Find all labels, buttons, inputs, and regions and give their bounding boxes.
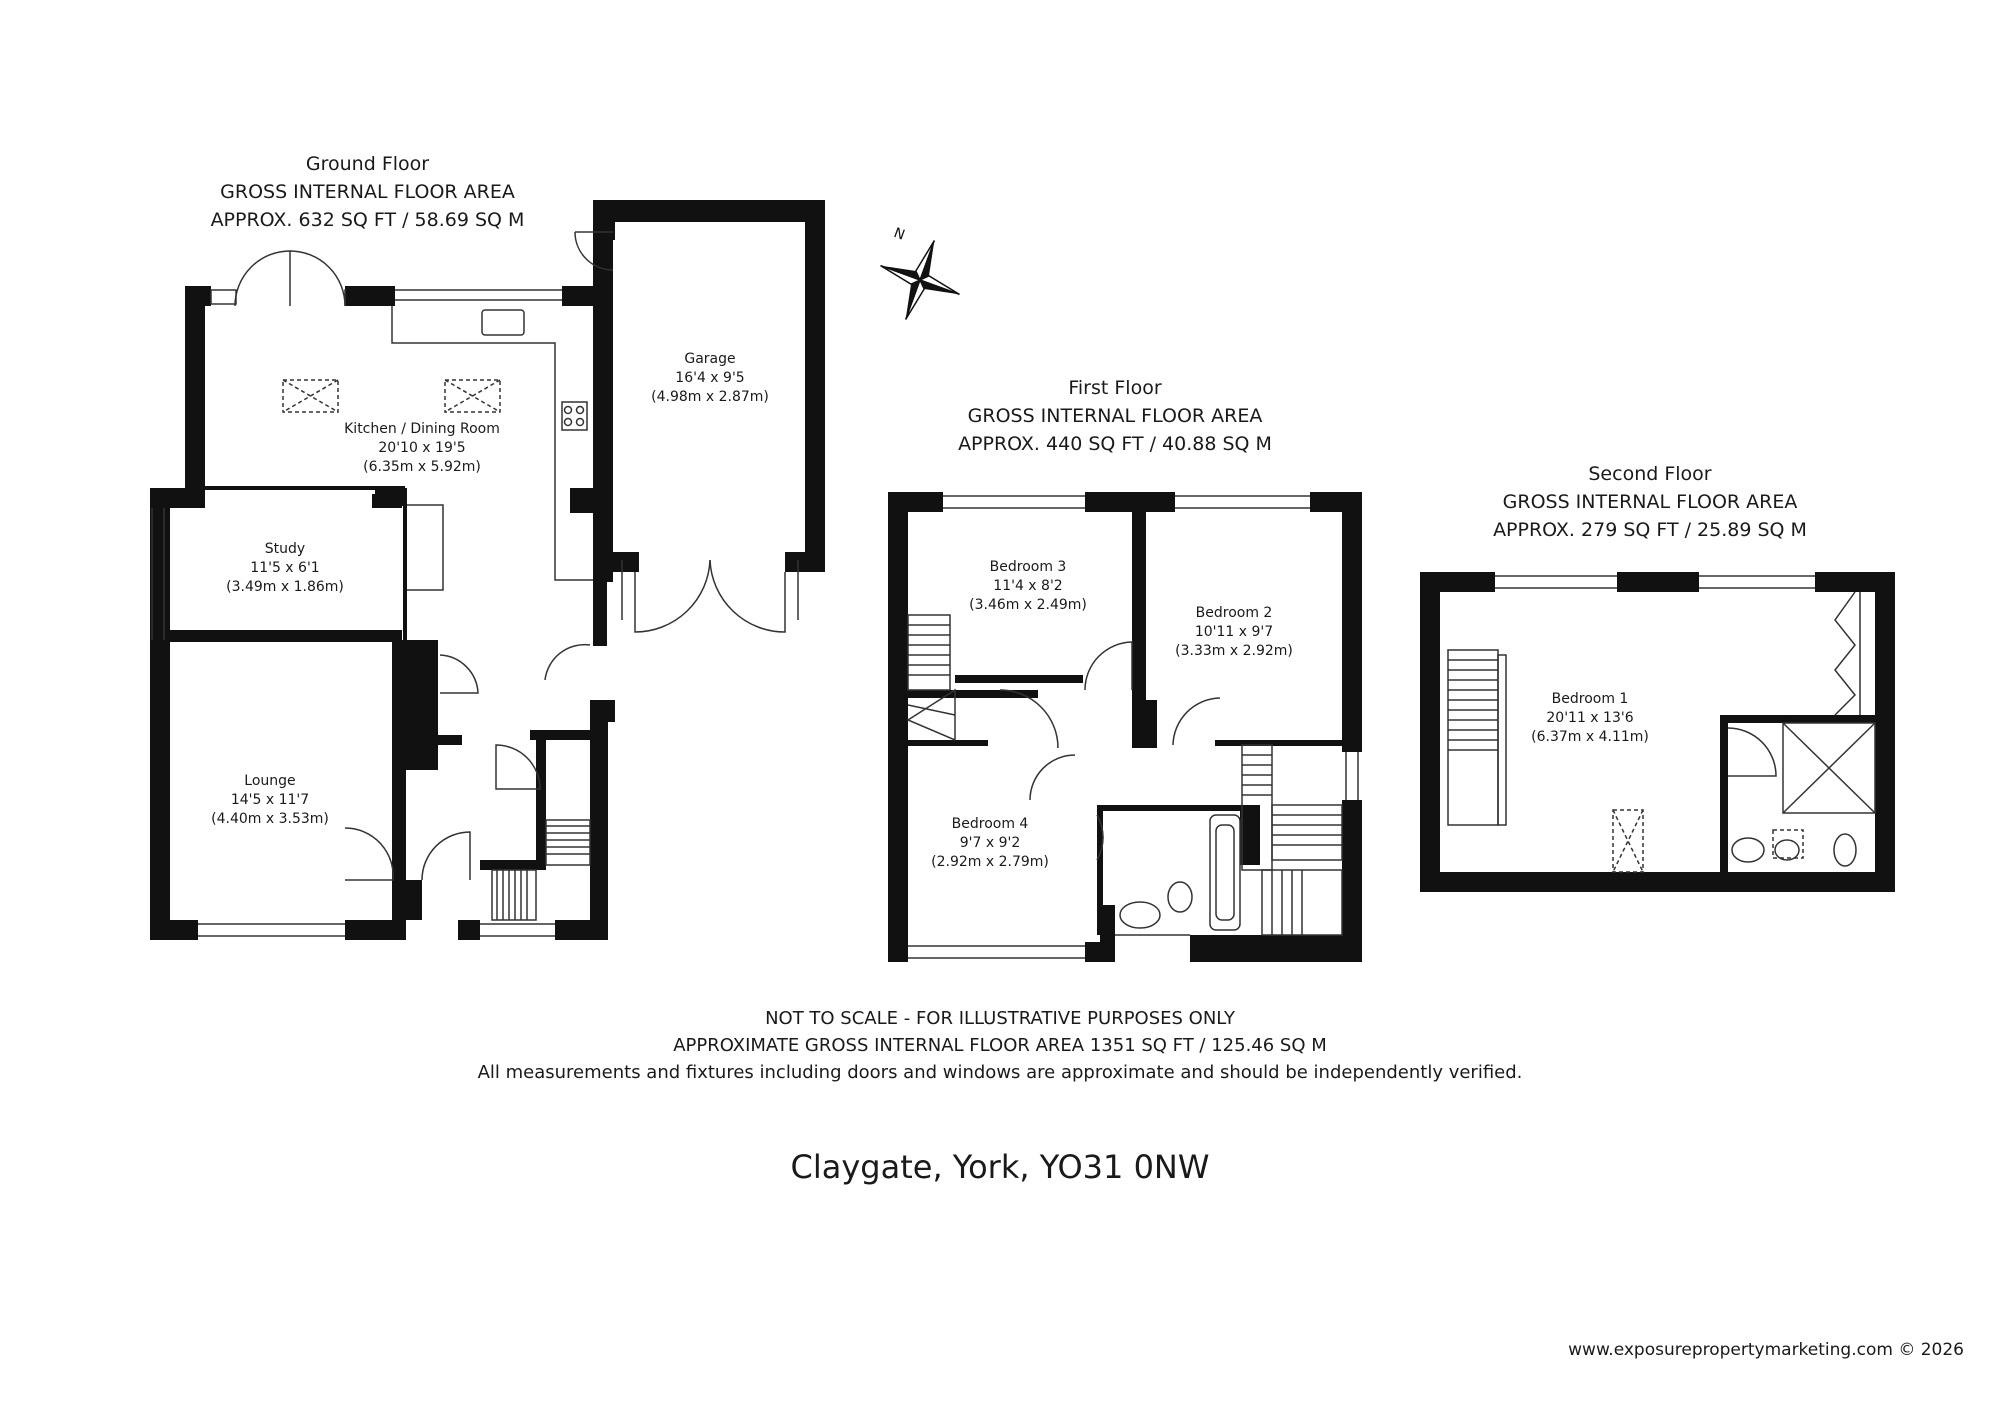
first-floor-plan — [888, 492, 1362, 962]
room-name: Bedroom 2 — [1195, 605, 1273, 621]
property-address: Claygate, York, YO31 0NW — [790, 1148, 1210, 1186]
room-name: Lounge — [244, 773, 296, 789]
disclaimer-line-3: All measurements and fixtures including … — [477, 1062, 1523, 1083]
room-metric: (3.46m x 2.49m) — [969, 597, 1087, 613]
second-floor-fixtures — [1447, 575, 1876, 873]
floor-area-heading: GROSS INTERNAL FLOOR AREA — [220, 181, 515, 203]
compass-rose-icon — [880, 240, 960, 320]
first-floor-fixtures — [906, 495, 1359, 959]
compass-north-label: N — [892, 225, 907, 244]
room-label-kitchen: Kitchen / Dining Room 20'10 x 19'5 (6.35… — [344, 420, 500, 477]
room-metric: (4.40m x 3.53m) — [211, 811, 329, 827]
room-metric: (2.92m x 2.79m) — [931, 854, 1049, 870]
room-imperial: 11'5 x 6'1 — [250, 560, 320, 576]
floor-area-heading: GROSS INTERNAL FLOOR AREA — [967, 405, 1263, 427]
floor-name: Second Floor — [1588, 463, 1712, 485]
floor-area: APPROX. 440 SQ FT / 40.88 SQ M — [958, 433, 1272, 455]
room-name: Kitchen / Dining Room — [344, 421, 500, 437]
room-metric: (6.35m x 5.92m) — [363, 459, 481, 475]
floor-area: APPROX. 279 SQ FT / 25.89 SQ M — [1493, 519, 1807, 541]
room-imperial: 20'10 x 19'5 — [378, 440, 466, 456]
floor-name: First Floor — [1068, 377, 1162, 399]
room-name: Bedroom 1 — [1551, 691, 1629, 707]
room-metric: (4.98m x 2.87m) — [651, 389, 769, 405]
room-label-bedroom4: Bedroom 4 9'7 x 9'2 (2.92m x 2.79m) — [931, 815, 1049, 872]
room-imperial: 20'11 x 13'6 — [1546, 710, 1634, 726]
ground-floor-plan — [150, 200, 825, 940]
room-imperial: 11'4 x 8'2 — [993, 578, 1063, 594]
second-floor-plan — [1420, 572, 1895, 892]
room-label-lounge: Lounge 14'5 x 11'7 (4.40m x 3.53m) — [211, 772, 329, 829]
room-metric: (3.49m x 1.86m) — [226, 579, 344, 595]
room-metric: (6.37m x 4.11m) — [1531, 729, 1649, 745]
room-name: Bedroom 3 — [989, 559, 1067, 575]
room-name: Study — [264, 541, 306, 557]
room-label-study: Study 11'5 x 6'1 (3.49m x 1.86m) — [226, 540, 344, 597]
room-imperial: 9'7 x 9'2 — [959, 835, 1021, 851]
website-credit: www.exposurepropertymarketing.com © 2026 — [1568, 1340, 1964, 1360]
room-label-garage: Garage 16'4 x 9'5 (4.98m x 2.87m) — [651, 350, 769, 407]
room-imperial: 10'11 x 9'7 — [1194, 624, 1274, 640]
room-label-bedroom2: Bedroom 2 10'11 x 9'7 (3.33m x 2.92m) — [1175, 604, 1293, 661]
room-name: Bedroom 4 — [951, 816, 1029, 832]
room-label-bedroom1: Bedroom 1 20'11 x 13'6 (6.37m x 4.11m) — [1531, 690, 1649, 747]
second-floor-header: Second Floor GROSS INTERNAL FLOOR AREA A… — [1480, 460, 1820, 544]
floor-name: Ground Floor — [305, 153, 430, 175]
room-imperial: 16'4 x 9'5 — [675, 370, 745, 386]
disclaimer-notes: NOT TO SCALE - FOR ILLUSTRATIVE PURPOSES… — [0, 1005, 2000, 1086]
ground-floor-fixtures — [151, 231, 799, 937]
disclaimer-line-1: NOT TO SCALE - FOR ILLUSTRATIVE PURPOSES… — [765, 1008, 1235, 1029]
room-metric: (3.33m x 2.92m) — [1175, 643, 1293, 659]
room-name: Garage — [684, 351, 736, 367]
floor-area-heading: GROSS INTERNAL FLOOR AREA — [1502, 491, 1798, 513]
first-floor-header: First Floor GROSS INTERNAL FLOOR AREA AP… — [945, 374, 1285, 458]
ground-floor-header: Ground Floor GROSS INTERNAL FLOOR AREA A… — [205, 150, 530, 234]
floor-area: APPROX. 632 SQ FT / 58.69 SQ M — [210, 209, 525, 231]
room-label-bedroom3: Bedroom 3 11'4 x 8'2 (3.46m x 2.49m) — [969, 558, 1087, 615]
disclaimer-line-2: APPROXIMATE GROSS INTERNAL FLOOR AREA 13… — [673, 1035, 1327, 1056]
room-imperial: 14'5 x 11'7 — [230, 792, 310, 808]
